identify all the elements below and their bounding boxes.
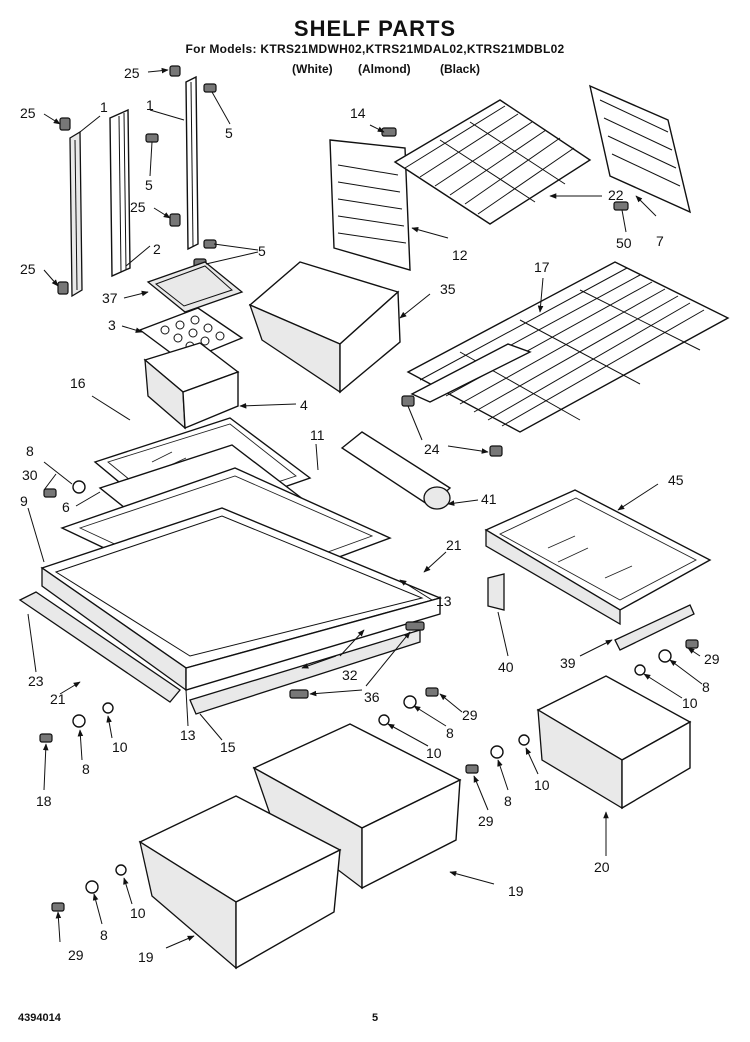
callout-50: 50: [616, 235, 632, 251]
callout-1: 1: [146, 97, 154, 113]
callout-10: 10: [130, 905, 146, 921]
callout-13: 13: [436, 593, 452, 609]
callout-23: 23: [28, 673, 44, 689]
part-door-bin: [248, 261, 401, 394]
leader-lines: [27, 67, 703, 949]
part-crisper-upper: [252, 723, 462, 890]
callout-14: 14: [350, 105, 366, 121]
callout-35: 35: [440, 281, 456, 297]
part-clips-32-36: [289, 621, 425, 699]
part-shelf-support-right: [589, 84, 692, 214]
callout-25: 25: [20, 261, 36, 277]
callout-3: 3: [108, 317, 116, 333]
callout-32: 32: [342, 667, 358, 683]
callout-19: 19: [138, 949, 154, 965]
callout-30: 30: [22, 467, 38, 483]
callout-5: 5: [225, 125, 233, 141]
callout-29: 29: [704, 651, 720, 667]
callout-10: 10: [112, 739, 128, 755]
model-list: For Models: KTRS21MDWH02,KTRS21MDAL02,KT…: [185, 42, 565, 56]
part-left-rail-channel: [109, 108, 131, 278]
part-screw-14: [381, 127, 397, 137]
part-shelf-support-left: [329, 139, 411, 271]
color-black-label: (Black): [440, 62, 481, 76]
callout-17: 17: [534, 259, 550, 275]
part-shelf-frame: [40, 507, 443, 692]
part-center-rail: [185, 75, 199, 251]
part-crisper-lower: [138, 795, 342, 970]
doc-number: 4394014: [18, 1012, 61, 1024]
callout-8: 8: [100, 927, 108, 943]
callout-9: 9: [20, 493, 28, 509]
callout-10: 10: [682, 695, 698, 711]
part-cap-25-mid: [169, 213, 181, 227]
callout-18: 18: [36, 793, 52, 809]
callout-12: 12: [452, 247, 468, 263]
callout-11: 11: [310, 427, 325, 443]
part-dairy-bin: [143, 342, 240, 430]
part-endcap-24-left: [401, 395, 415, 407]
part-front-trim: [189, 629, 421, 715]
part-egg-tray: [138, 307, 244, 363]
callout-8: 8: [702, 679, 710, 695]
callout-7: 7: [656, 233, 664, 249]
callout-29: 29: [68, 947, 84, 963]
callout-21: 21: [50, 691, 66, 707]
part-endcap-24-right: [489, 445, 503, 457]
color-almond-label: (Almond): [358, 62, 411, 76]
part-cap-25-bottom: [57, 281, 69, 295]
part-bracket-40: [487, 573, 505, 611]
callout-37: 37: [102, 290, 118, 306]
part-left-rail-outer: [69, 130, 83, 298]
callout-25: 25: [20, 105, 36, 121]
callout-10: 10: [534, 777, 550, 793]
callout-10: 10: [426, 745, 442, 761]
callout-40: 40: [498, 659, 514, 675]
page-title: SHELF PARTS: [293, 16, 457, 41]
part-wire-shelf-upper: [393, 99, 592, 225]
callout-2: 2: [153, 241, 161, 257]
part-spill-guard-tube: [340, 431, 452, 510]
callout-8: 8: [504, 793, 512, 809]
parts-layer: [18, 65, 730, 970]
part-fasteners: [39, 480, 699, 912]
part-rail-39: [614, 604, 695, 651]
callout-24: 24: [424, 441, 440, 457]
part-cap-25-left: [59, 117, 71, 131]
callout-21: 21: [446, 537, 462, 553]
callout-45: 45: [668, 472, 684, 488]
callout-13: 13: [180, 727, 196, 743]
callout-8: 8: [82, 761, 90, 777]
callout-39: 39: [560, 655, 576, 671]
callout-1: 1: [100, 99, 108, 115]
callout-8: 8: [26, 443, 34, 459]
part-rail-21-left: [18, 591, 181, 703]
callout-5: 5: [258, 243, 266, 259]
callout-6: 6: [62, 499, 70, 515]
callout-labels: 25 25 1 1 5 5 25 5 25 2 37 3 4 16 14 12 …: [20, 65, 720, 965]
callout-25: 25: [124, 65, 140, 81]
callout-25: 25: [130, 199, 146, 215]
callout-8: 8: [446, 725, 454, 741]
callout-4: 4: [300, 397, 308, 413]
part-glass-shelf-45: [484, 489, 712, 626]
color-white-label: (White): [292, 62, 333, 76]
callout-20: 20: [594, 859, 610, 875]
callout-16: 16: [70, 375, 86, 391]
callout-36: 36: [364, 689, 380, 705]
callout-41: 41: [481, 491, 497, 507]
callout-29: 29: [478, 813, 494, 829]
part-dairy-lid: [146, 261, 244, 313]
callout-22: 22: [608, 187, 624, 203]
part-cap-25-top: [169, 65, 181, 77]
callout-15: 15: [220, 739, 236, 755]
callout-29: 29: [462, 707, 478, 723]
part-wire-shelf-large: [406, 261, 730, 433]
callout-5: 5: [145, 177, 153, 193]
page-number: 5: [372, 1012, 379, 1024]
part-crisper-small: [536, 675, 692, 810]
callout-19: 19: [508, 883, 524, 899]
